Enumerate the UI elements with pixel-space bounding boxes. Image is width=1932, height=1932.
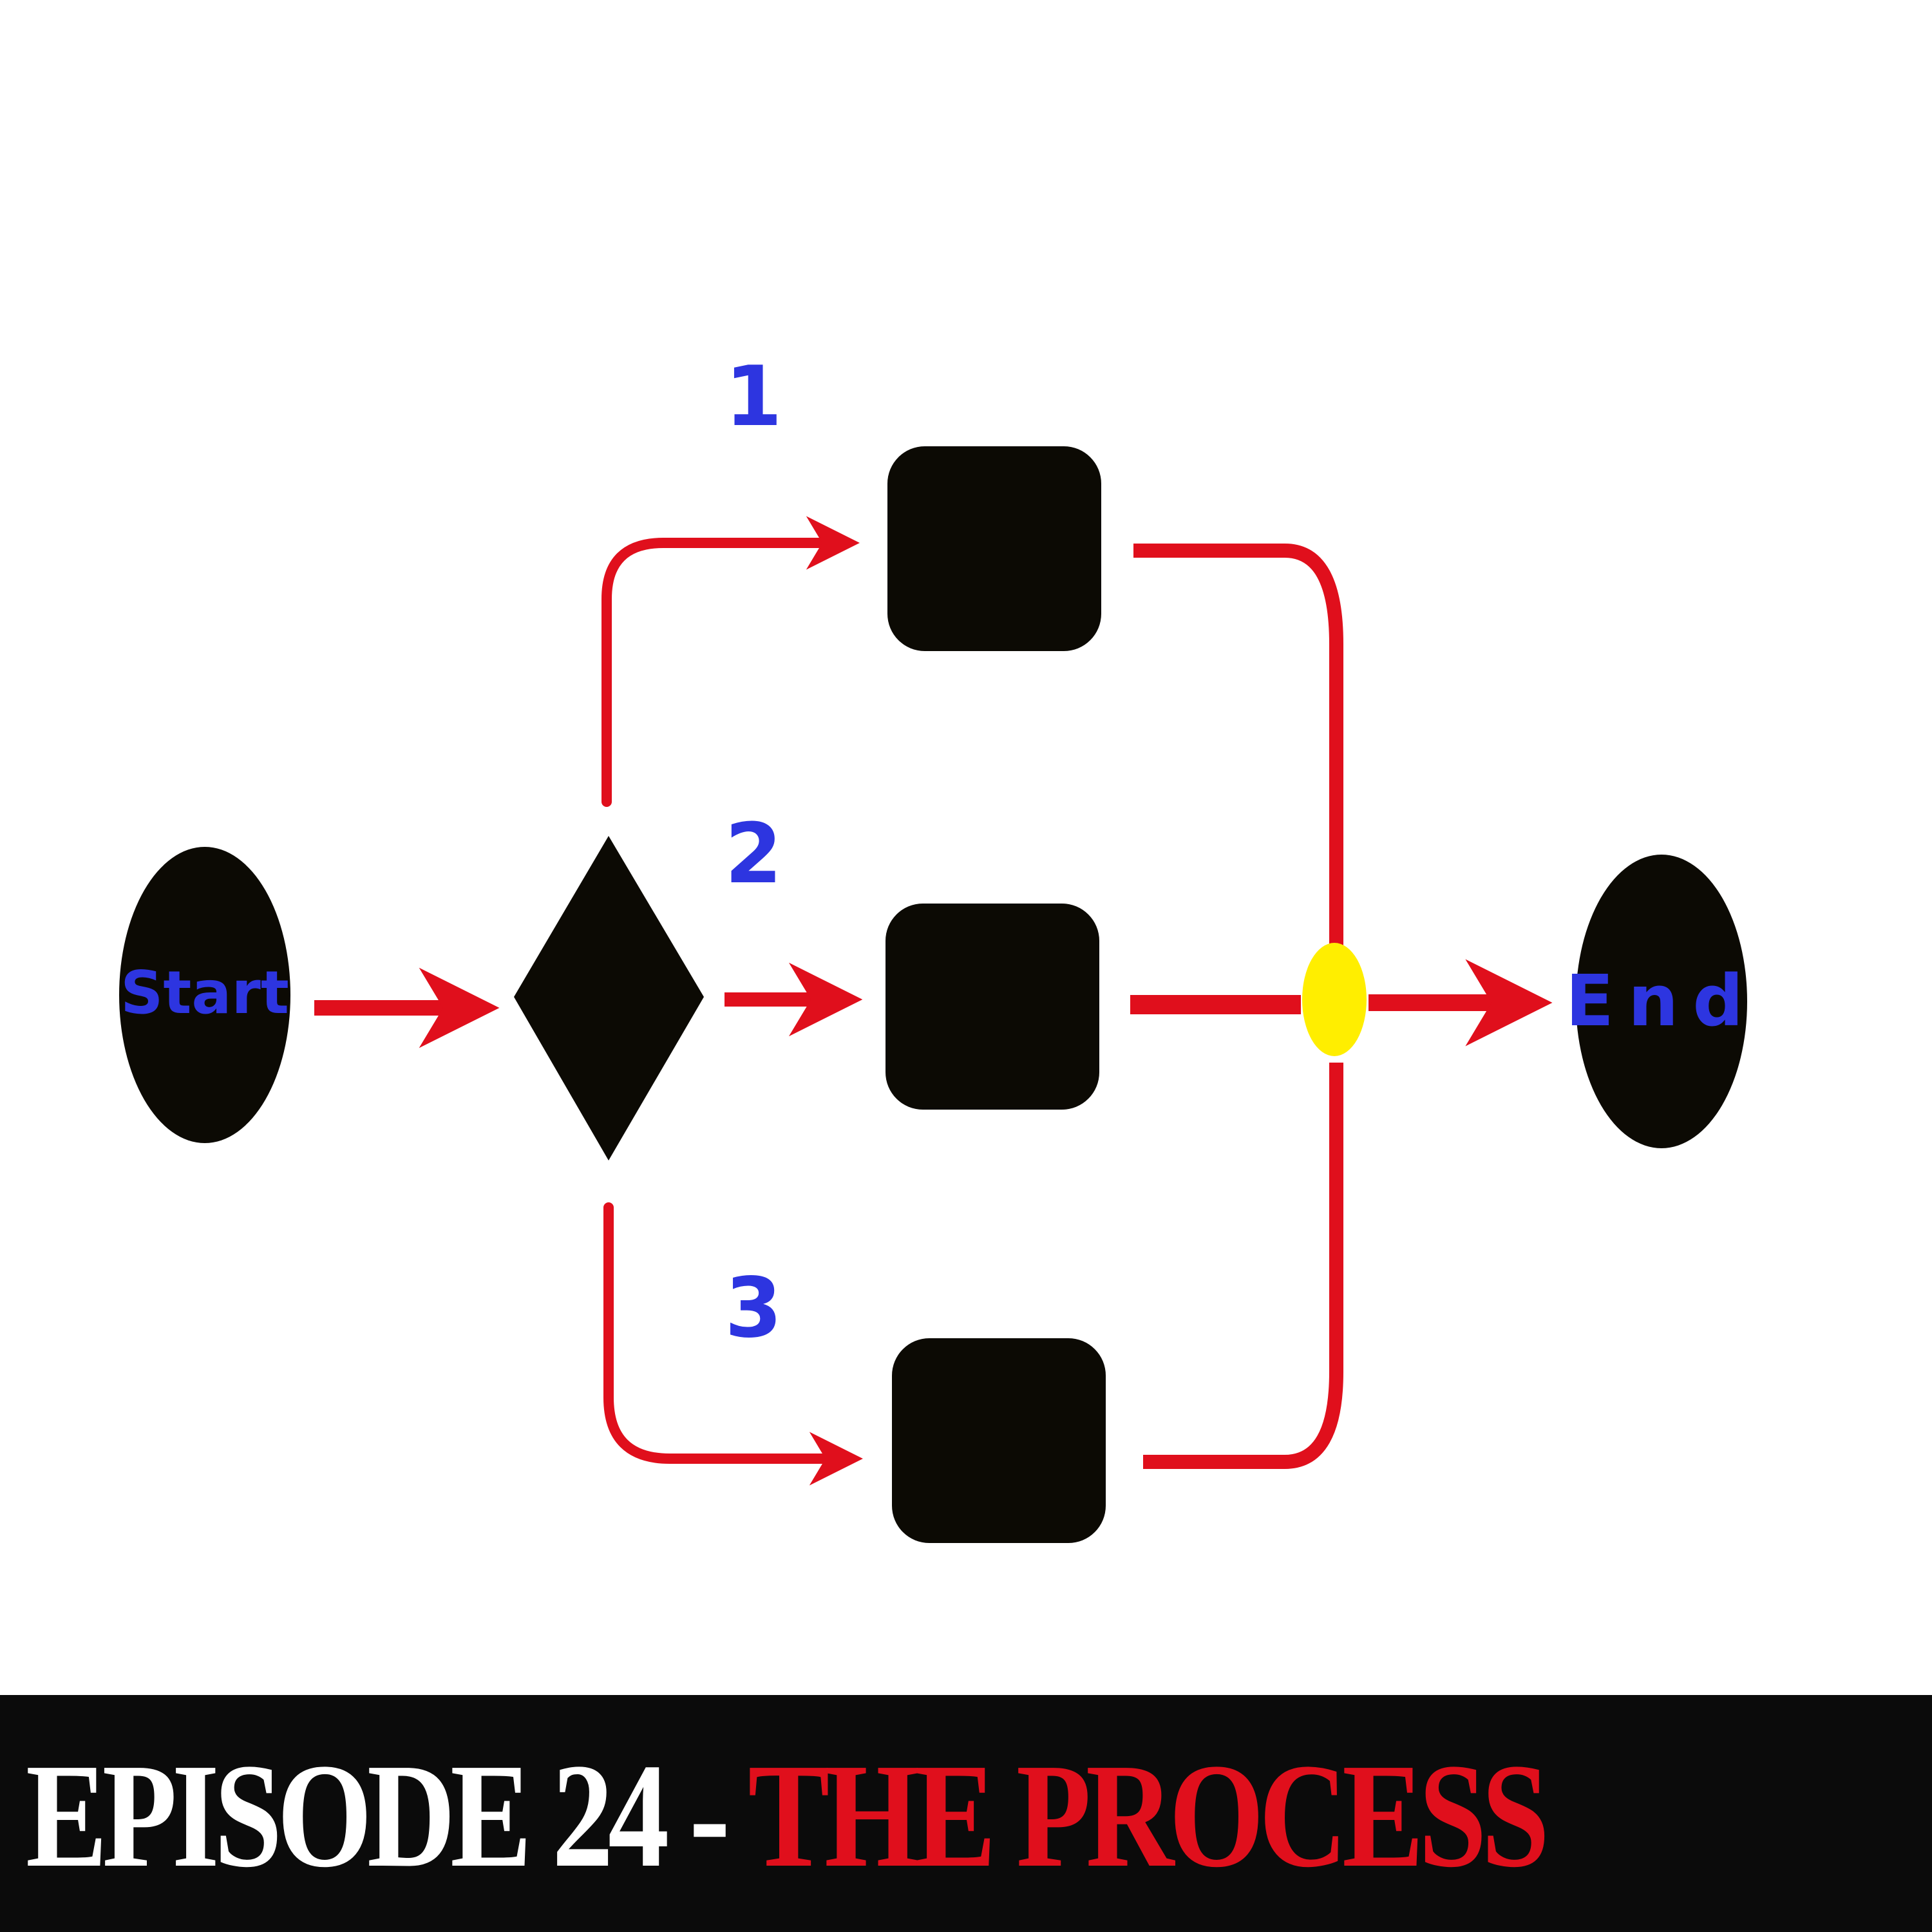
episode-name: THE PROCESS	[748, 1733, 1549, 1899]
start-node: Start	[119, 847, 290, 1143]
branch-3-connector	[603, 1202, 863, 1486]
process-flowchart: Start 1 2 3 End	[119, 349, 1757, 1543]
merge-connector-3	[1143, 1063, 1343, 1469]
start-node-shape	[119, 847, 290, 1143]
episode-number: EPISODE 24 -	[26, 1733, 730, 1899]
decision-node	[514, 836, 704, 1160]
branch-1-connector	[601, 516, 860, 807]
episode-banner	[0, 1695, 1932, 1932]
episode-title: EPISODE 24 - THE PROCESS	[26, 1732, 1549, 1900]
branch-label-3: 3	[724, 1260, 782, 1356]
process-box-3	[892, 1338, 1106, 1543]
end-label: End	[1566, 960, 1757, 1042]
end-node-shape	[1576, 855, 1747, 1148]
process-box-2	[886, 904, 1099, 1110]
branch-label-1: 1	[724, 349, 782, 445]
branch-label-2: 2	[724, 806, 782, 902]
start-label: Start	[120, 958, 289, 1027]
merge-connector-1	[1133, 544, 1343, 947]
merge-junction	[1302, 943, 1367, 1056]
process-box-1	[887, 446, 1101, 651]
end-node: End	[1566, 855, 1757, 1148]
